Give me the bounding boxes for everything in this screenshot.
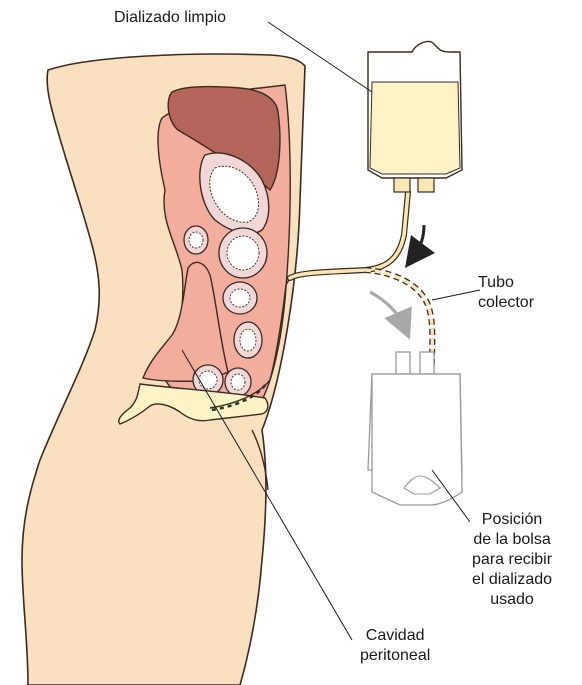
inflow-tube bbox=[290, 192, 408, 278]
empty-drain-bag bbox=[368, 352, 462, 505]
label-peritoneal-cavity-line: peritoneal bbox=[360, 646, 430, 666]
label-peritoneal-cavity-line: Cavidad bbox=[360, 626, 430, 646]
label-peritoneal-cavity: Cavidad peritoneal bbox=[360, 626, 430, 666]
leader-drain-tube bbox=[432, 290, 480, 300]
label-drain-tube-line: Tubo bbox=[478, 273, 534, 293]
inflow-tube-fill bbox=[290, 192, 408, 278]
label-bag-position: Posición de la bolsa para recibir el dia… bbox=[472, 510, 552, 610]
label-bag-position-line: usado bbox=[472, 590, 552, 610]
label-bag-position-line: el dializado bbox=[472, 570, 552, 590]
label-drain-tube-line: colector bbox=[478, 293, 534, 313]
inflow-arrow bbox=[414, 225, 424, 256]
outflow-arrow bbox=[370, 292, 404, 326]
label-clean-dialysate: Dializado limpio bbox=[114, 8, 226, 28]
label-bag-position-line: Posición bbox=[472, 510, 552, 530]
label-bag-position-line: para recibir bbox=[472, 550, 552, 570]
label-bag-position-line: de la bolsa bbox=[472, 530, 552, 550]
label-drain-tube: Tubo colector bbox=[478, 273, 534, 313]
clean-dialysate-bag bbox=[368, 42, 462, 192]
